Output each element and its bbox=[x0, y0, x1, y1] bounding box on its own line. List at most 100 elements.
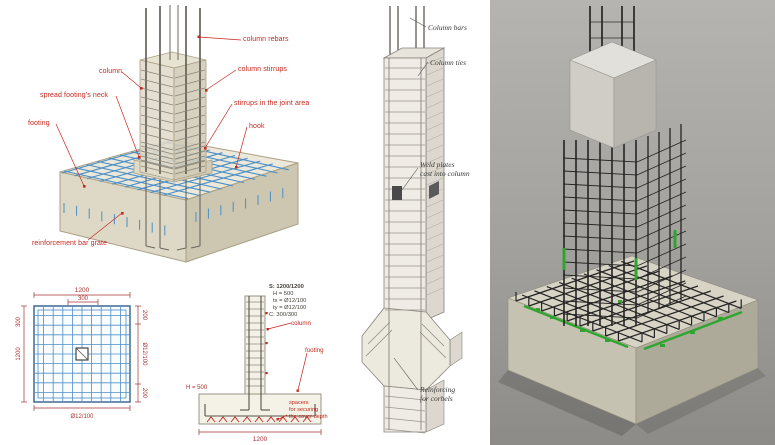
cage-tf-line bbox=[562, 261, 638, 267]
cage-tf-line bbox=[562, 170, 638, 176]
plan-column-cutout bbox=[75, 347, 89, 361]
stirrups-r-line bbox=[174, 141, 206, 151]
cage-ts-line bbox=[636, 230, 687, 254]
label-weld-plates-2: cast into column bbox=[420, 169, 470, 178]
label-corbel-reinforcing-2: for corbels bbox=[420, 394, 453, 403]
section-footing bbox=[198, 393, 322, 425]
section-label-footing: footing bbox=[305, 347, 324, 354]
label-weld-plates-1: Weld plates bbox=[420, 160, 455, 169]
sketch-ties-lower bbox=[384, 395, 426, 434]
render-green-blocks bbox=[536, 300, 723, 347]
cage-ts-line bbox=[636, 165, 687, 189]
stirrups-l-line bbox=[140, 69, 174, 79]
mid-ties-s-line bbox=[426, 100, 444, 109]
render-concrete-cube bbox=[569, 41, 657, 149]
plan-dim-top-inner: 300 bbox=[78, 296, 89, 302]
stirrups-l-line bbox=[140, 159, 174, 169]
label-column: column bbox=[99, 68, 123, 75]
stirrups-r-line bbox=[174, 132, 206, 142]
embedded-rebar-lines bbox=[145, 172, 201, 251]
section-spec-5: C: 300/300 bbox=[269, 312, 297, 318]
section-spec-3: tx = Ø12/100 bbox=[273, 298, 306, 304]
mat-b-line bbox=[608, 265, 730, 314]
joint-l-line bbox=[140, 160, 174, 170]
render-cage-bars-side bbox=[647, 124, 682, 312]
cage-tf-line bbox=[562, 157, 638, 163]
cage-tf-line bbox=[562, 300, 638, 306]
stirrups-r-line bbox=[174, 69, 206, 79]
grateB-line bbox=[63, 170, 189, 200]
joint-r-line bbox=[174, 165, 206, 175]
mid-ties-s-line bbox=[426, 133, 444, 142]
joint-stirrup-lines-left bbox=[140, 145, 174, 175]
cage-ts-line bbox=[636, 191, 687, 215]
joint-stirrup-lines-right bbox=[174, 145, 206, 175]
stirrups-r-line bbox=[174, 78, 206, 88]
mid-ties-s-line bbox=[426, 199, 444, 208]
stirrups-l-line bbox=[140, 114, 174, 124]
joint-l-line bbox=[140, 155, 174, 165]
render-cage-ties-front bbox=[562, 157, 638, 319]
render-green-clamps bbox=[562, 230, 677, 280]
cage-ts-line bbox=[636, 139, 687, 163]
section-rebar-lines bbox=[204, 296, 316, 417]
mid-ties-low-line bbox=[384, 406, 426, 412]
render-shadow bbox=[498, 368, 766, 436]
grateA-line bbox=[162, 163, 273, 196]
mat-b-line bbox=[558, 281, 680, 330]
cage-tf-line bbox=[562, 287, 638, 293]
section-view-drawing: S: 1200/1200 H = 500 tx = Ø12/100 ty = Ø… bbox=[186, 284, 328, 443]
mid-ties-s-line bbox=[426, 243, 444, 252]
cage-ts-line bbox=[636, 269, 687, 293]
mid-ties-s-line bbox=[426, 254, 444, 263]
stirrups-r-line bbox=[174, 123, 206, 133]
cage-ts-line bbox=[636, 178, 687, 202]
mid-ties-s-line bbox=[426, 144, 444, 153]
plan-grid-horizontal bbox=[35, 315, 129, 393]
stirrups-r-line bbox=[174, 159, 206, 169]
stirrups-l-line bbox=[140, 78, 174, 88]
label-leader-lines bbox=[55, 36, 248, 241]
mid-ties-s-line bbox=[426, 122, 444, 131]
cage-tf-line bbox=[562, 274, 638, 280]
label-corbel-reinforcing-1: Reinforcing bbox=[420, 385, 456, 394]
label-footing-neck: spread footing's neck bbox=[40, 92, 109, 99]
rebar-grate-hooks-right bbox=[195, 188, 284, 222]
joint-l-line bbox=[140, 150, 174, 160]
plan-dim-bottom: Ø12/100 bbox=[70, 414, 94, 420]
plan-dimension-lines bbox=[21, 292, 141, 411]
stirrups-r-line bbox=[174, 114, 206, 124]
cage-ts-line bbox=[636, 243, 687, 267]
cage-ts-line bbox=[636, 295, 687, 319]
plan-dim-left-outer: 1200 bbox=[16, 347, 22, 361]
mid-ties-s-line bbox=[426, 210, 444, 219]
cage-ts-line bbox=[636, 282, 687, 306]
grateB-line bbox=[86, 164, 211, 193]
mid-ties-s-line bbox=[426, 265, 444, 274]
section-dim-width: 1200 bbox=[253, 436, 268, 443]
render-mat-hooks-a bbox=[515, 292, 619, 341]
render-green-spacers bbox=[523, 304, 743, 351]
stirrups-r-line bbox=[174, 96, 206, 106]
section-label-column: column bbox=[291, 320, 312, 327]
plan-dim-right-bottom: 200 bbox=[141, 388, 147, 399]
stirrups-r-line bbox=[174, 105, 206, 115]
cage-tf-line bbox=[562, 196, 638, 202]
joint-l-line bbox=[140, 145, 174, 155]
middle-column-sketch bbox=[361, 6, 463, 434]
plan-view-drawing: 1200 300 200 Ø12/100 200 1200 300 Ø12/10… bbox=[16, 287, 147, 420]
label-column-ties: Column ties bbox=[430, 58, 467, 67]
joint-r-line bbox=[174, 160, 206, 170]
plan-dim-left-inner: 300 bbox=[16, 316, 22, 327]
mid-ties-s-line bbox=[426, 67, 444, 76]
mid-ties-s-line bbox=[426, 78, 444, 87]
cage-ts-line bbox=[636, 256, 687, 280]
label-anchor-markers bbox=[83, 35, 238, 215]
label-column-stirrups: column stirrups bbox=[238, 66, 287, 73]
right-3d-render bbox=[490, 0, 775, 445]
cage-tf-line bbox=[562, 222, 638, 228]
section-spec-4: ty = Ø12/100 bbox=[273, 305, 306, 311]
section-red-markers bbox=[265, 312, 299, 421]
sketch-ties-side bbox=[426, 56, 444, 296]
stirrups-l-line bbox=[140, 87, 174, 97]
